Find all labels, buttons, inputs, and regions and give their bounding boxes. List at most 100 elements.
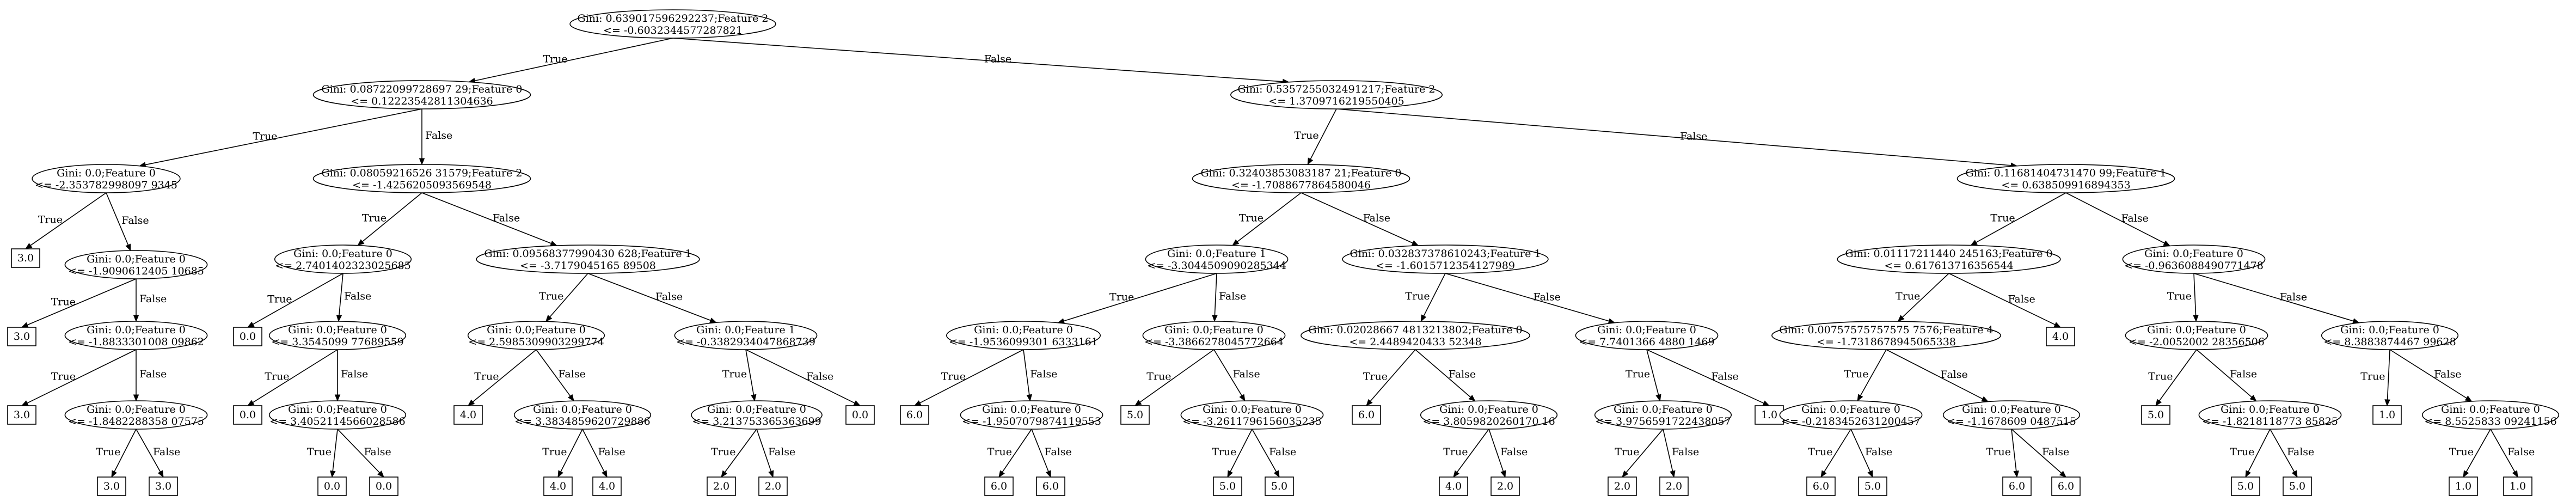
edge-label-true: True [474,371,499,383]
nodes-layer: Gini: 0.639017596292237;Feature 2<= -0.6… [7,9,2560,496]
edge-label-false: False [1500,446,1528,458]
edge-arrowhead [377,471,384,478]
edge: True [2167,273,2199,322]
edge-arrowhead [247,321,255,328]
edge-label-true: True [38,214,63,226]
edge-arrowhead [2163,240,2171,247]
edge-label-true: True [941,371,966,383]
edge-label-true: True [1615,446,1639,458]
edge: True [1808,429,1851,478]
leaf-box [2283,476,2312,496]
leaf-box [2051,476,2081,496]
leaf-node: 4.0 [543,476,573,496]
edge: True [247,349,338,406]
split-node: Gini: 0.0;Feature 0<= -1.950707987411955… [960,400,1103,430]
leaf-box [1213,476,1242,496]
split-threshold-label: <= -1.1678609 0487515 [1947,416,2076,427]
split-threshold-label: <= -0.2183452631200457 [1781,416,1921,427]
leaf-value: 1.0 [1761,409,1777,421]
edge-line [2270,429,2295,472]
leaf-box [97,476,126,496]
edge-arrowhead [1026,394,1032,402]
split-threshold-label: <= -2.0052002 28356506 [2129,336,2265,348]
split-threshold-label: <= 7.7401366 4880 1469 [1579,336,1714,348]
leaf-node: 4.0 [2046,327,2075,346]
edge-label-false: False [1030,368,1057,380]
edge-label-true: True [1990,212,2015,224]
split-ellipse [2421,400,2560,430]
edge-line [1063,273,1217,322]
edge-line [1456,429,1489,473]
edge: True [2449,429,2491,478]
edge-line [2158,349,2197,401]
edge: True [357,192,422,246]
leaf-node: 0.0 [317,476,347,496]
edge: False [1336,108,2018,169]
leaf-node: 4.0 [592,476,622,496]
edge-line [27,349,137,404]
split-node: Gini: 0.0;Feature 0<= -2.0052002 2835650… [2125,321,2268,350]
leaf-value: 0.0 [376,480,392,492]
split-ellipse [274,245,412,274]
leaf-node: 6.0 [1036,476,1065,496]
edge-arrowhead [2155,399,2162,407]
edge-label-false: False [1269,446,1296,458]
edge-label-false: False [364,446,391,458]
edge-label-true: True [307,446,332,458]
edge-label-false: False [139,368,167,380]
edge-line [252,349,338,403]
split-gini-label: Gini: 0.0;Feature 0 [57,167,156,179]
split-ellipse [960,400,1103,430]
leaf-box [1858,476,1887,496]
leaf-value: 6.0 [1813,480,1829,492]
leaf-node: 0.0 [845,405,875,425]
edge-arrowhead [2059,471,2066,478]
split-node: Gini: 0.0;Feature 0<= 3.9756591722438057 [1594,400,1732,430]
leaf-value: 2.0 [765,480,781,492]
edge: True [1134,349,1215,406]
edge: False [133,350,167,402]
leaf-value: 5.0 [2148,409,2164,421]
edge-line [1646,349,1764,404]
edge: True [2148,349,2197,407]
edge: True [711,429,757,478]
edge-line [756,429,772,472]
edge-arrowhead [709,317,717,323]
edge: False [2011,429,2069,478]
split-node: Gini: 0.5357255032491217;Feature 2<= 1.3… [1230,80,1443,109]
split-ellipse [64,321,208,350]
split-threshold-label: <= -1.9090612405 10685 [68,265,204,277]
edge-arrowhead [721,470,728,478]
split-threshold-label: <= -3.3866278045772664 [1144,336,1284,348]
edge: False [337,429,391,478]
edge-line [1902,273,1949,318]
split-ellipse [946,321,1101,350]
edge-label-false: False [2507,446,2535,458]
edge-arrowhead [751,394,757,402]
edge-label-true: True [1896,290,1920,302]
split-threshold-label: <= 3.8059820260170 16 [1422,416,1555,427]
leaf-value: 5.0 [2289,480,2305,492]
edge-arrowhead [545,315,553,322]
leaf-value: 3.0 [103,480,120,492]
edge-arrowhead [133,315,139,322]
edge-line [1252,429,1277,472]
edge-arrowhead [1453,470,1460,478]
split-ellipse [64,400,208,430]
edge-arrowhead [1981,396,1989,402]
split-node: Gini: 0.0;Feature 0<= -0.218345263120045… [1779,400,1923,430]
split-node: Gini: 0.0;Feature 0<= 3.3545099 77689559 [268,321,407,350]
edge-arrowhead [1212,315,1218,322]
split-node: Gini: 0.0;Feature 0<= 3.3834859620729886 [513,400,652,430]
edge-line [1626,429,1664,473]
leaf-value: 2.0 [713,480,729,492]
edge-label-false: False [2042,446,2069,458]
split-gini-label: Gini: 0.0;Feature 1 [1167,248,1266,260]
edge-arrowhead [2249,395,2257,402]
edge-line [2011,429,2062,474]
split-ellipse [1575,321,1719,350]
split-node: Gini: 0.0;Feature 0<= 7.7401366 4880 146… [1575,321,1719,350]
edge: False [421,192,558,246]
split-node: Gini: 0.11681404731470 99;Feature 1<= 0.… [1956,164,2175,193]
